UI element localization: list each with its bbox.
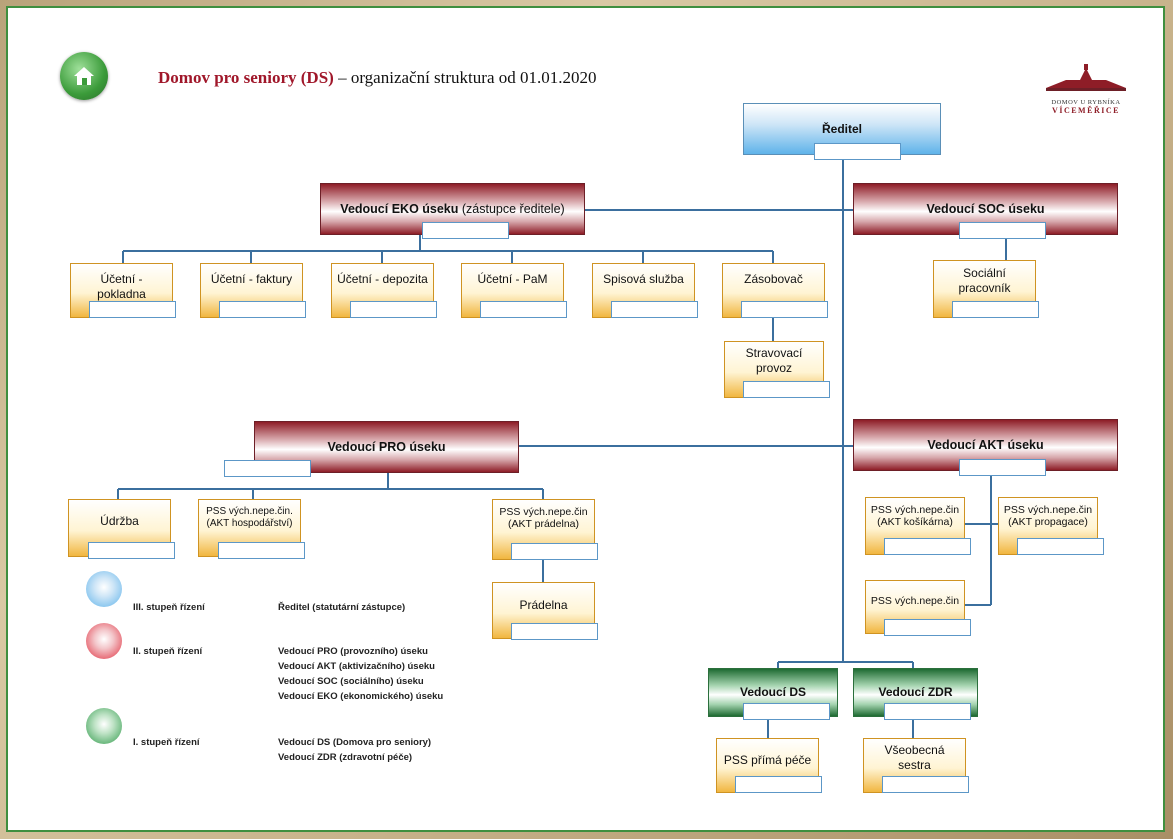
legend-level2-role-4: Vedoucí EKO (ekonomického) úseku xyxy=(278,691,444,702)
node-ucetni-pokladna-label: Účetní - pokladna xyxy=(97,272,146,301)
name-slot-ucetni-depozita[interactable] xyxy=(350,301,437,318)
node-vedouci-ds-label: Vedoucí DS xyxy=(739,685,807,699)
node-vedouci-soc-label: Vedoucí SOC úseku xyxy=(926,201,1045,216)
node-stravovaci-provoz-label: Stravovací provoz xyxy=(745,346,803,375)
name-slot-soc[interactable] xyxy=(959,222,1046,239)
node-vedouci-eko-bold: Vedoucí EKO úseku xyxy=(340,201,459,216)
name-slot-ds[interactable] xyxy=(743,703,830,720)
node-pradelna-label: Prádelna xyxy=(519,598,568,612)
name-slot-vseobecna-sestra[interactable] xyxy=(882,776,969,793)
name-slot-ucetni-faktury[interactable] xyxy=(219,301,306,318)
name-slot-pradelna[interactable] xyxy=(511,623,598,640)
legend-level1-swatch xyxy=(86,708,122,744)
node-pss-kosikarna-label: PSS vých.nepe.čin (AKT košíkárna) xyxy=(870,504,960,528)
node-vedouci-akt-label: Vedoucí AKT úseku xyxy=(927,437,1044,452)
page-title: Domov pro seniory (DS) – organizační str… xyxy=(158,68,597,88)
logo-line-2: VÍCEMĚŘICE xyxy=(1052,106,1120,115)
node-pss-propagace-label: PSS vých.nepe.čin (AKT propagace) xyxy=(1003,504,1093,528)
node-pss-prima-pece-label: PSS přímá péče xyxy=(723,753,812,767)
name-slot-zasobovac[interactable] xyxy=(741,301,828,318)
legend-level1-role-2: Vedoucí ZDR (zdravotní péče) xyxy=(278,752,413,763)
node-vedouci-eko-rest: (zástupce ředitele) xyxy=(458,201,565,216)
name-slot-pss-hospodarstvi[interactable] xyxy=(218,542,305,559)
name-slot-spisova-sluzba[interactable] xyxy=(611,301,698,318)
page-title-bold: Domov pro seniory (DS) xyxy=(158,68,334,87)
node-reditel-label: Ředitel xyxy=(821,121,862,136)
legend-level3-swatch xyxy=(86,571,122,607)
name-slot-pss-prima-pece[interactable] xyxy=(735,776,822,793)
legend-level1-role-1: Vedoucí DS (Domova pro seniory) xyxy=(278,737,432,748)
name-slot-zdr[interactable] xyxy=(884,703,971,720)
org-chart-page: Domov pro seniory (DS) – organizační str… xyxy=(6,6,1165,832)
logo-line-1: DOMOV U RYBNÍKA xyxy=(1051,99,1121,106)
node-pss-hospodarstvi-label: PSS vých.nepe.čin. (AKT hospodářství) xyxy=(206,506,293,529)
connector-lines xyxy=(117,158,1007,738)
legend-level2-role-2: Vedoucí AKT (aktivizačního) úseku xyxy=(278,661,435,672)
legend-level2-label: II. stupeň řízení xyxy=(133,646,203,657)
name-slot-reditel[interactable] xyxy=(814,143,901,160)
node-ucetni-pam-label: Účetní - PaM xyxy=(477,272,548,286)
node-pss-pradelna-label: PSS vých.nepe.čin (AKT prádelna) xyxy=(499,506,588,530)
name-slot-eko[interactable] xyxy=(422,222,509,239)
name-slot-pss-kosikarna[interactable] xyxy=(884,538,971,555)
name-slot-pss-pradelna[interactable] xyxy=(511,543,598,560)
name-slot-pss-propagace[interactable] xyxy=(1017,538,1104,555)
legend-level2-swatch xyxy=(86,623,122,659)
node-udrzba-label: Údržba xyxy=(100,514,139,528)
node-vedouci-eko-label: Vedoucí EKO úseku (zástupce ředitele) xyxy=(340,202,564,217)
node-spisova-sluzba-label: Spisová služba xyxy=(603,272,684,286)
node-vedouci-pro-label: Vedoucí PRO úseku xyxy=(327,439,446,454)
name-slot-stravovaci-provoz[interactable] xyxy=(743,381,830,398)
node-ucetni-depozita-label: Účetní - depozita xyxy=(337,272,428,286)
node-zasobovac-label: Zásobovač xyxy=(744,272,803,286)
name-slot-ucetni-pam[interactable] xyxy=(480,301,567,318)
name-slot-pro[interactable] xyxy=(224,460,311,477)
legend-level1-label: I. stupeň řízení xyxy=(133,737,200,748)
name-slot-udrzba[interactable] xyxy=(88,542,175,559)
node-vedouci-zdr-label: Vedoucí ZDR xyxy=(878,685,953,699)
node-ucetni-faktury-label: Účetní - faktury xyxy=(210,272,293,286)
node-vseobecna-sestra-label: Všeobecná sestra xyxy=(884,743,945,772)
name-slot-ucetni-pokladna[interactable] xyxy=(89,301,176,318)
node-socialni-pracovnik-label: Sociální pracovník xyxy=(958,266,1011,295)
legend-level3-label: III. stupeň řízení xyxy=(133,602,205,613)
node-pss-akt-label: PSS vých.nepe.čin xyxy=(870,595,960,607)
organization-logo: DOMOV U RYBNÍKA VÍCEMĚŘICE xyxy=(1036,62,1136,122)
legend-level2-role-3: Vedoucí SOC (sociálního) úseku xyxy=(278,676,424,687)
name-slot-akt[interactable] xyxy=(959,459,1046,476)
page-title-rest: – organizační struktura od 01.01.2020 xyxy=(333,68,597,87)
legend-level2-role-1: Vedoucí PRO (provozního) úseku xyxy=(278,646,428,657)
home-icon[interactable] xyxy=(60,52,108,100)
legend-level3-role-1: Ředitel (statutární zástupce) xyxy=(278,602,406,613)
name-slot-socialni-pracovnik[interactable] xyxy=(952,301,1039,318)
name-slot-pss-akt[interactable] xyxy=(884,619,971,636)
